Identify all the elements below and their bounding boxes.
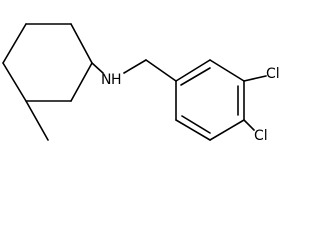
bond-chlorine-top bbox=[243, 75, 267, 82]
bond-nitrogen-to-ch2 bbox=[123, 59, 147, 74]
cyclohexane-ring bbox=[2, 23, 93, 102]
bond-methyl bbox=[25, 100, 49, 141]
chemical-structure: N H Cl Cl bbox=[2, 23, 280, 144]
bond-chlorine-bottom bbox=[243, 119, 255, 131]
chlorine-top-label: Cl bbox=[266, 66, 280, 82]
bond-aromatic-1 bbox=[175, 59, 211, 82]
bond-ch2-to-ring bbox=[145, 59, 177, 82]
bond-aromatic-1-inner bbox=[180, 67, 211, 86]
hydrogen-atom-label: H bbox=[111, 72, 122, 88]
bond-ring-4 bbox=[70, 62, 93, 102]
bond-aromatic-5 bbox=[175, 119, 211, 141]
bond-ring-6 bbox=[2, 62, 27, 102]
bond-ring-to-nitrogen bbox=[91, 62, 104, 74]
bond-aromatic-2 bbox=[209, 59, 245, 82]
bond-ring-3 bbox=[70, 23, 93, 64]
bond-aromatic-5-inner bbox=[181, 115, 211, 134]
bond-ring-1 bbox=[2, 23, 27, 64]
chlorine-bottom-label: Cl bbox=[254, 128, 268, 144]
benzene-ring bbox=[175, 59, 245, 141]
bond-aromatic-4 bbox=[209, 119, 245, 141]
nitrogen-atom-label: N bbox=[101, 72, 111, 88]
